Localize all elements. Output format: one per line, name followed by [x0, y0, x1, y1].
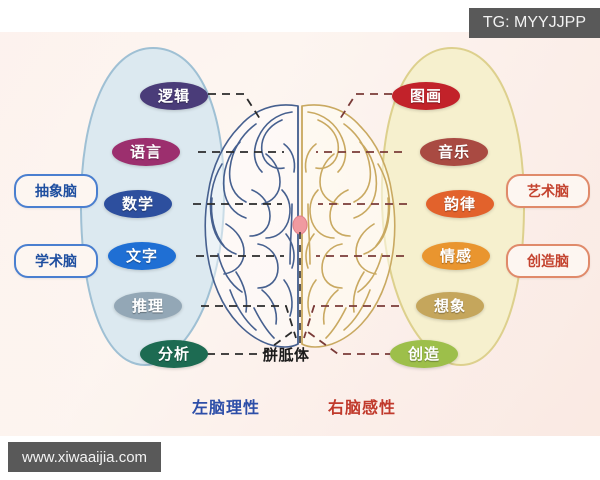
pill-left-2[interactable]: 数学: [104, 190, 172, 218]
category-left-0[interactable]: 抽象脑: [14, 174, 98, 208]
brain-illustration: [196, 94, 404, 354]
telegram-watermark-badge: TG: MYYJJPP: [468, 8, 600, 38]
category-right-1[interactable]: 创造脑: [506, 244, 590, 278]
pill-left-0[interactable]: 逻辑: [140, 82, 208, 110]
site-watermark-badge: www.xiwaaijia.com: [8, 442, 162, 472]
pill-right-1[interactable]: 音乐: [420, 138, 488, 166]
pill-left-3[interactable]: 文字: [108, 242, 176, 270]
pill-right-3[interactable]: 情感: [422, 242, 490, 270]
category-right-0[interactable]: 艺术脑: [506, 174, 590, 208]
corpus-callosum-label: 胼胝体: [263, 346, 310, 364]
category-left-1[interactable]: 学术脑: [14, 244, 98, 278]
left-brain-caption: 左脑理性: [192, 398, 261, 417]
brain-infographic: 逻辑 语言 数学 文字 推理 分析 图画 音乐 韵律 情感 想象 创造 抽象脑 …: [0, 32, 600, 436]
left-hemisphere-lines: [204, 104, 299, 348]
right-hemisphere-lines: [301, 104, 396, 348]
pill-right-4[interactable]: 想象: [416, 292, 484, 320]
pill-right-2[interactable]: 韵律: [426, 190, 494, 218]
pill-right-0[interactable]: 图画: [392, 82, 460, 110]
right-brain-caption: 右脑感性: [328, 398, 397, 417]
pill-left-1[interactable]: 语言: [112, 138, 180, 166]
pill-right-5[interactable]: 创造: [390, 340, 458, 368]
pill-left-5[interactable]: 分析: [140, 340, 208, 368]
pill-left-4[interactable]: 推理: [114, 292, 182, 320]
corpus-callosum-dot: [292, 215, 308, 235]
